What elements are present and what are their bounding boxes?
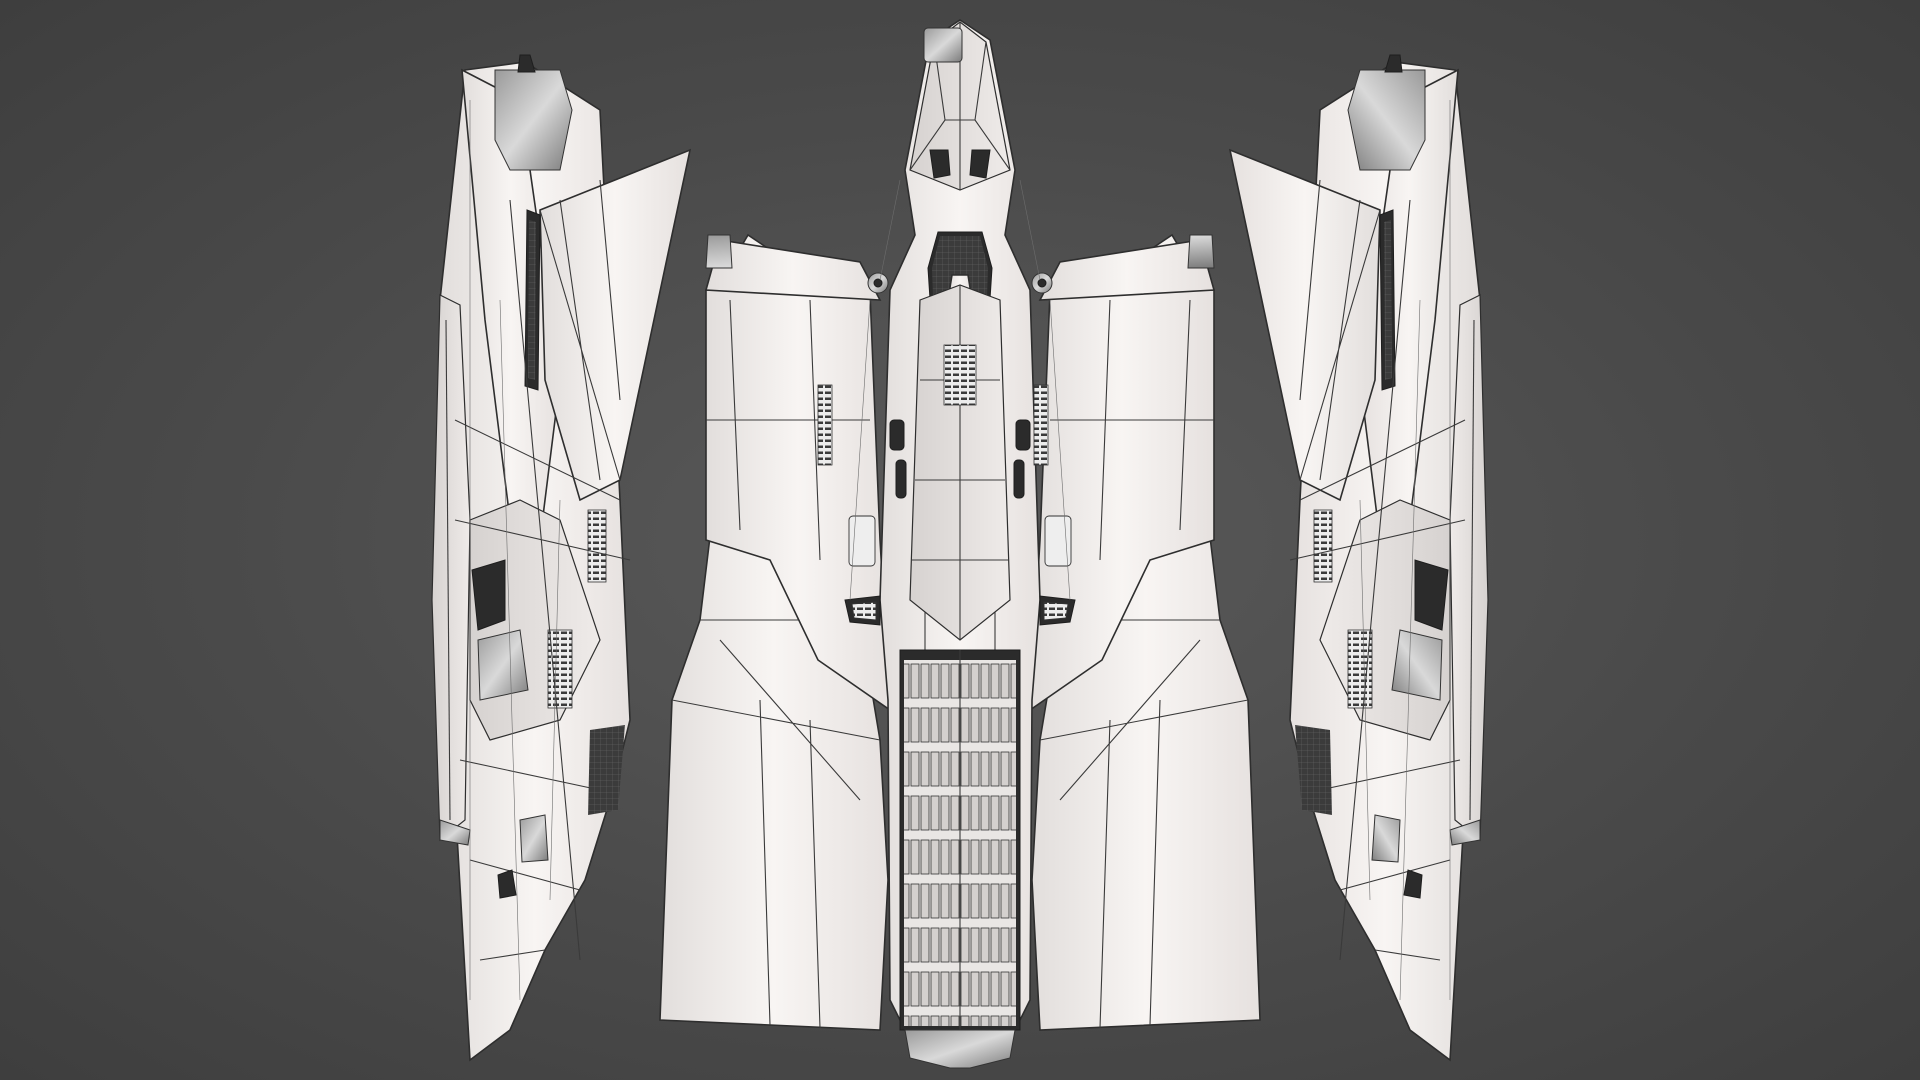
- right-side-panel: [1029, 289, 1215, 712]
- nose-sensor: [923, 27, 963, 63]
- side-view-right: [1228, 54, 1489, 1062]
- top-view: [659, 19, 1261, 1069]
- side-view-left: [431, 54, 692, 1062]
- right-wing-root: [1038, 239, 1216, 301]
- left-engine-pod: [494, 69, 573, 171]
- left-side-panel: [705, 289, 891, 712]
- left-rear-strake: [431, 294, 471, 842]
- tail-engine: [904, 1029, 1016, 1069]
- left-wing-root: [704, 239, 882, 301]
